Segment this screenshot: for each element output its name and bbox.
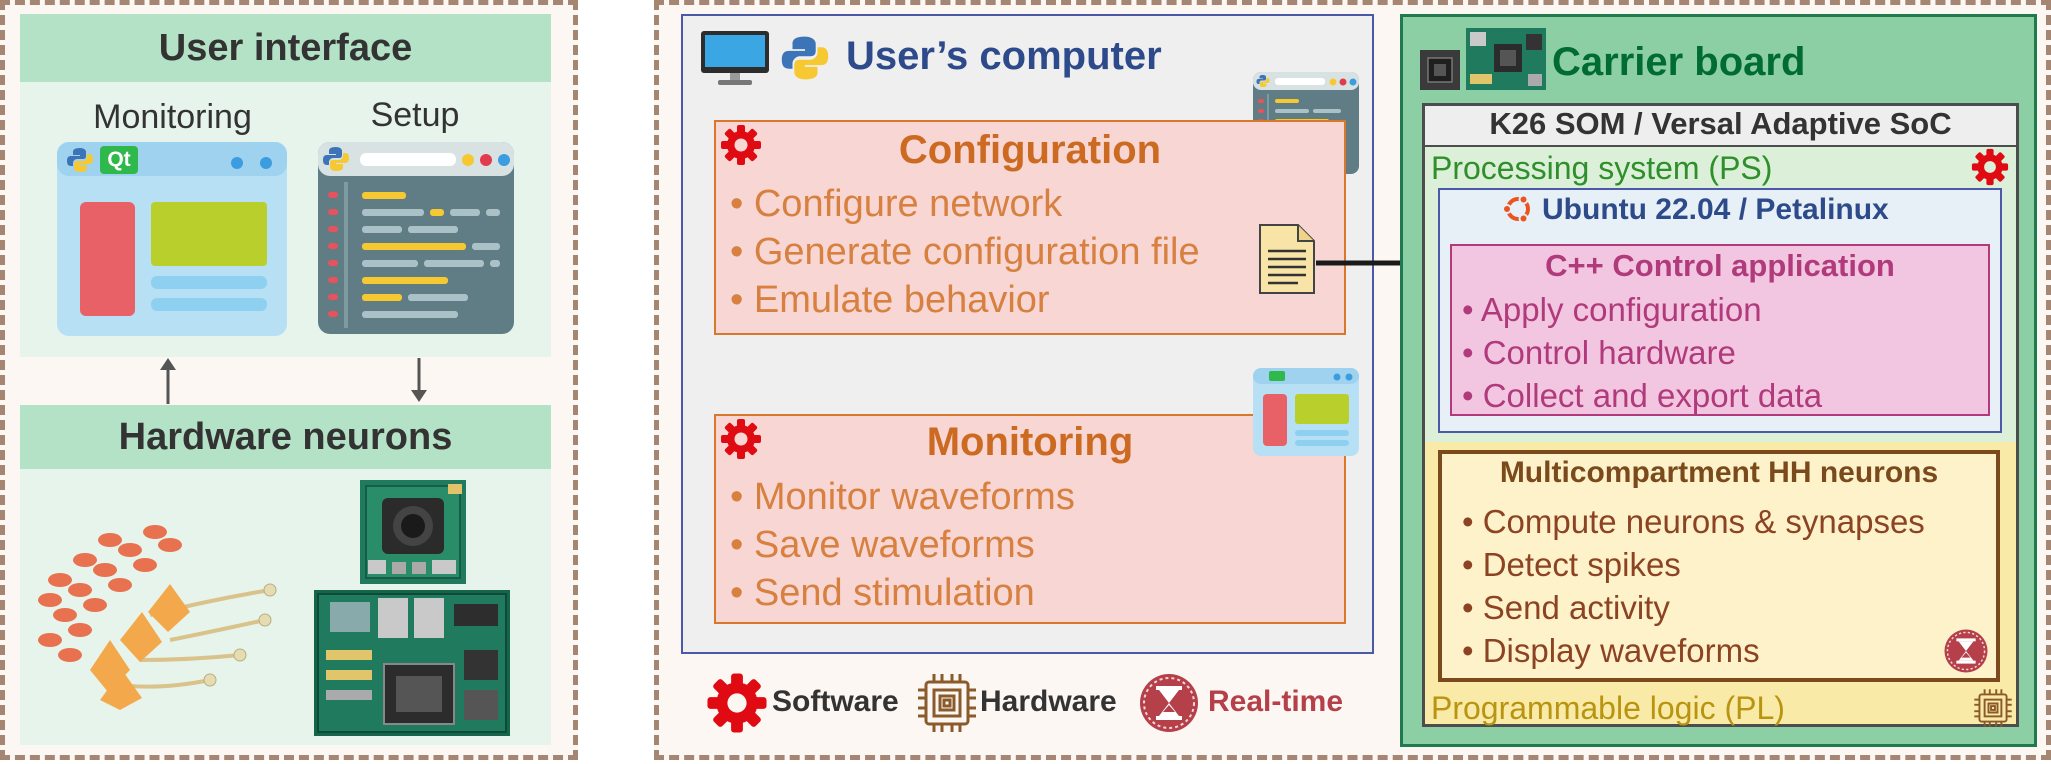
legend-realtime: Real-time (1208, 685, 1344, 718)
configuration-title: Configuration (898, 128, 1162, 172)
document-icon (1259, 224, 1315, 294)
list-item: • Send stimulation (730, 572, 1035, 614)
list-item: • Save waveforms (730, 524, 1035, 566)
kv260-board-image (360, 480, 466, 584)
legend-hardware: Hardware (980, 685, 1117, 718)
gear-icon (721, 125, 761, 165)
chip-icon (918, 674, 976, 732)
list-item: • Emulate behavior (730, 279, 1050, 321)
setup-code-window (318, 142, 514, 334)
hourglass-icon (1944, 629, 1988, 673)
monitoring-label: Monitoring (93, 98, 252, 136)
hh-neurons-list: • Compute neurons & synapses • Detect sp… (1462, 500, 1925, 672)
som-chip-image (1420, 50, 1460, 90)
monitoring-title: Monitoring (926, 420, 1134, 464)
hh-neurons-box (1438, 450, 2000, 682)
monitor-icon (701, 31, 769, 85)
down-arrow (411, 358, 427, 402)
chip-icon (1974, 689, 2012, 727)
som-title: K26 SOM / Versal Adaptive SoC (1489, 106, 1952, 141)
hardware-neurons-header: Hardware neurons (20, 405, 551, 469)
python-icon (323, 147, 349, 171)
list-item: • Configure network (730, 183, 1063, 225)
hw-title: Hardware neurons (118, 416, 453, 458)
list-item: • Monitor waveforms (730, 476, 1075, 518)
configuration-box (714, 120, 1346, 335)
gear-icon (721, 419, 761, 459)
list-item: • Apply configuration (1462, 291, 1762, 328)
monitoring-list: • Monitor waveforms • Save waveforms • S… (730, 473, 1075, 617)
qt-badge-label: Qt (107, 148, 131, 171)
setup-label: Setup (370, 96, 460, 134)
ps-label: Processing system (PS) (1431, 150, 1773, 186)
list-item: • Control hardware (1462, 334, 1736, 371)
configuration-list: • Configure network • Generate configura… (730, 180, 1200, 324)
ui-title: User interface (158, 27, 413, 69)
gear-icon (1971, 148, 2009, 186)
carrier-board-image (1466, 28, 1546, 90)
python-icon (1256, 75, 1270, 87)
users-computer-title: User’s computer (846, 34, 1162, 78)
carrier-board-title: Carrier board (1552, 40, 1806, 84)
cpp-app-box (1450, 244, 1990, 416)
list-item: • Send activity (1462, 589, 1670, 626)
list-item: • Collect and export data (1462, 377, 1823, 414)
software-gear-icon (707, 673, 767, 733)
ubuntu-icon (1502, 194, 1530, 224)
neuron-illustration (38, 525, 277, 710)
list-item: • Display waveforms (1462, 632, 1760, 669)
user-interface-header: User interface (20, 14, 551, 82)
legend-software: Software (772, 685, 899, 718)
cpp-app-title: C++ Control application (1545, 248, 1895, 283)
cpp-app-list: • Apply configuration • Control hardware… (1462, 288, 1822, 417)
qt-badge: Qt (100, 146, 138, 174)
hh-neurons-title: Multicompartment HH neurons (1499, 456, 1939, 489)
list-item: • Detect spikes (1462, 546, 1681, 583)
os-title: Ubuntu 22.04 / Petalinux (1542, 193, 1889, 226)
list-item: • Generate configuration file (730, 231, 1200, 273)
monitoring-box (714, 414, 1346, 624)
monitoring-window-icon (1253, 368, 1359, 456)
versal-board-image (314, 590, 510, 736)
up-arrow (160, 358, 176, 404)
hourglass-icon (1140, 674, 1198, 732)
pl-label: Programmable logic (PL) (1431, 690, 1785, 726)
list-item: • Compute neurons & synapses (1462, 503, 1925, 540)
python-icon (781, 36, 829, 80)
python-icon (67, 148, 93, 172)
